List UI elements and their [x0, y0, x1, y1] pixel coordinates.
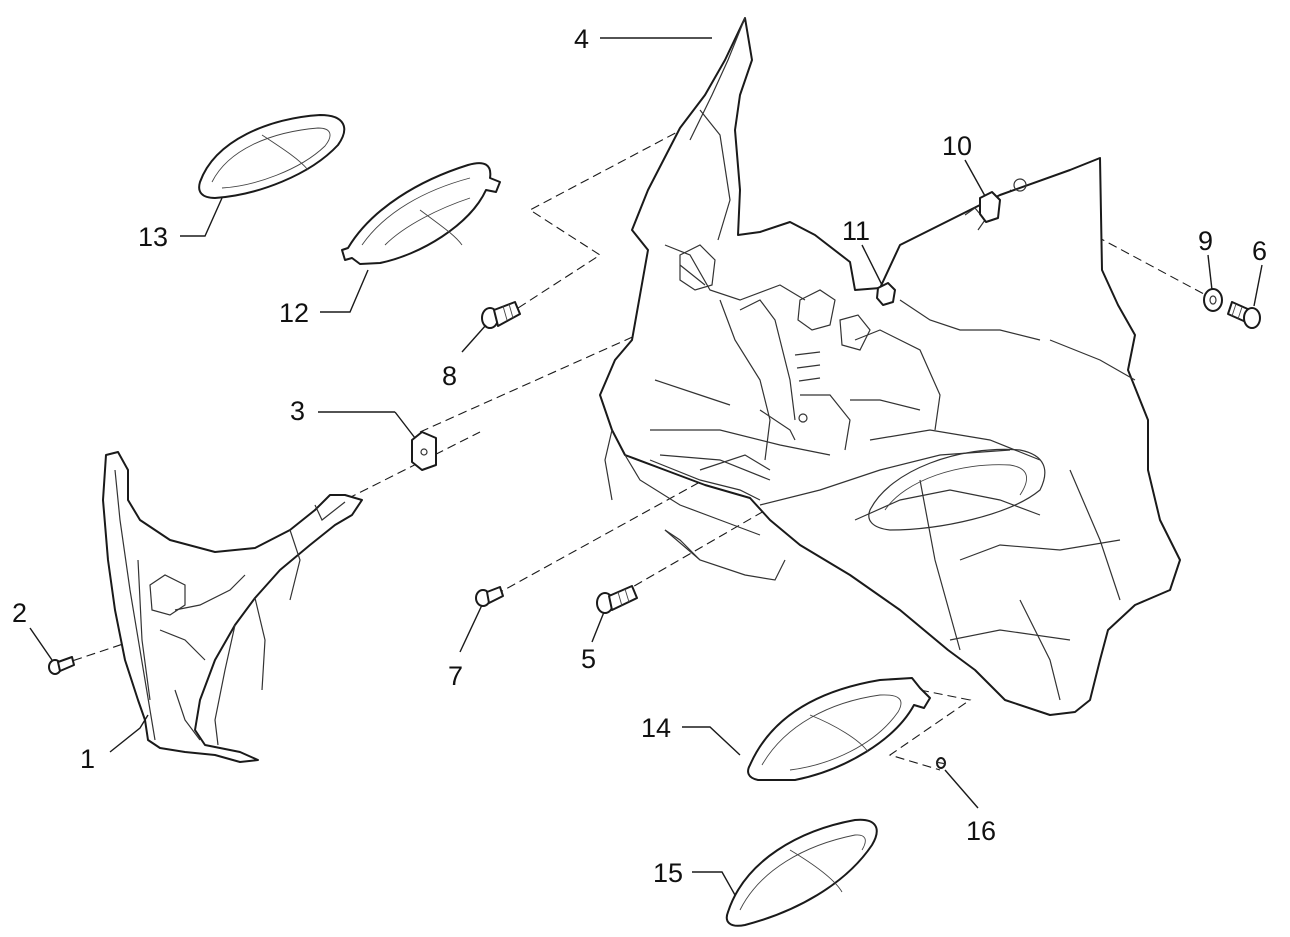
legshield-body-part: [599, 17, 1181, 716]
screw-part-16: [935, 757, 947, 769]
indicator-housing-part: [341, 162, 501, 265]
callout-6: 6: [1252, 236, 1267, 266]
callout-15: 15: [653, 858, 683, 888]
callout-3: 3: [290, 396, 305, 426]
washer-part-9: [1203, 288, 1223, 312]
callout-14: 14: [641, 713, 671, 743]
indicator-lens-part: [198, 114, 346, 199]
callout-8: 8: [442, 361, 457, 391]
callout-13: 13: [138, 222, 168, 252]
clip-part-10: [979, 191, 1001, 223]
callout-16: 16: [966, 816, 996, 846]
hardware-parts: [48, 191, 1261, 769]
callout-labels: 4 3 13 12 1 2 8 7 5 10 11 9 6 14 15 16: [12, 24, 1267, 888]
screw-part-2: [48, 656, 75, 675]
headlight-lens-part: [725, 818, 878, 927]
callout-10: 10: [942, 131, 972, 161]
clip-part-3: [411, 431, 437, 471]
callout-1: 1: [80, 744, 95, 774]
callout-11: 11: [842, 216, 870, 246]
screw-part-8: [481, 301, 521, 329]
callout-7: 7: [448, 661, 463, 691]
callout-4: 4: [574, 24, 589, 54]
leader-lines: [29, 37, 1263, 896]
screw-part-5: [596, 585, 638, 614]
clip-part-11: [876, 282, 896, 306]
front-cover-part: [102, 451, 363, 763]
callout-5: 5: [581, 644, 596, 674]
callout-2: 2: [12, 598, 27, 628]
callout-12: 12: [279, 298, 309, 328]
headlight-housing-part: [747, 677, 931, 781]
screw-part-6: [1227, 301, 1261, 329]
screw-part-7: [475, 586, 504, 607]
callout-9: 9: [1198, 226, 1213, 256]
